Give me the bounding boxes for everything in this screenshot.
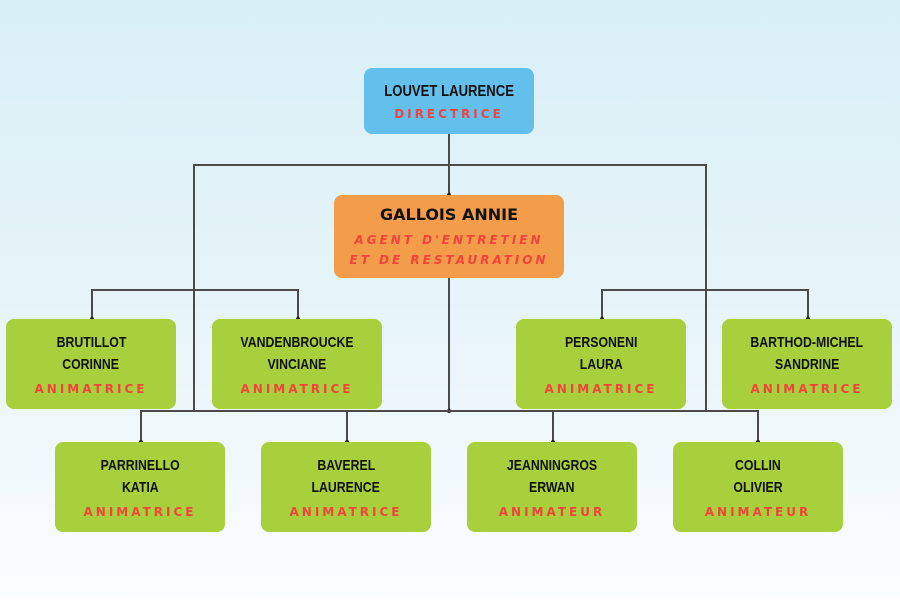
node-name-line1: PARRINELLO bbox=[100, 457, 180, 474]
node-agent-entretien[interactable]: GALLOIS ANNIE AGENT D'ENTRETIEN ET DE RE… bbox=[334, 195, 564, 278]
connector-row1-2 bbox=[297, 289, 299, 319]
connector-row1-left-bracket bbox=[91, 289, 298, 291]
node-name-line1: JEANNINGROS bbox=[506, 457, 598, 474]
connector-row1-4 bbox=[807, 289, 809, 319]
node-role: ANIMATRICE bbox=[34, 382, 148, 396]
node-name-line1: VANDENBROUCKE bbox=[240, 334, 354, 351]
node-director[interactable]: LOUVET LAURENCE DIRECTRICE bbox=[364, 68, 534, 134]
node-role: ANIMATRICE bbox=[289, 505, 403, 519]
connector-row2-horizontal bbox=[140, 410, 758, 412]
connector-row1-3 bbox=[601, 289, 603, 319]
connector-left-trunk bbox=[193, 164, 195, 411]
node-role-line1: AGENT D'ENTRETIEN bbox=[354, 232, 544, 247]
node-name-line1: BAVEREL bbox=[317, 457, 375, 474]
connector-right-trunk bbox=[705, 164, 707, 411]
node-animator[interactable]: BAVEREL LAURENCE ANIMATRICE bbox=[261, 442, 431, 532]
node-animator[interactable]: BRUTILLOT CORINNE ANIMATRICE bbox=[6, 319, 176, 409]
node-name: LOUVET LAURENCE bbox=[384, 83, 514, 100]
node-name-line2: OLIVIER bbox=[733, 479, 783, 496]
node-role: ANIMATRICE bbox=[750, 382, 864, 396]
node-name-line2: SANDRINE bbox=[774, 356, 840, 373]
node-animator[interactable]: VANDENBROUCKE VINCIANE ANIMATRICE bbox=[212, 319, 382, 409]
node-name-line2: LAURENCE bbox=[311, 479, 381, 496]
connector-row1-1 bbox=[91, 289, 93, 319]
node-name-line2: KATIA bbox=[121, 479, 159, 496]
node-name-line2: ERWAN bbox=[529, 479, 575, 496]
node-animator[interactable]: JEANNINGROS ERWAN ANIMATEUR bbox=[467, 442, 637, 532]
node-role: ANIMATRICE bbox=[240, 382, 354, 396]
node-animator[interactable]: BARTHOD-MICHEL SANDRINE ANIMATRICE bbox=[722, 319, 892, 409]
node-role: ANIMATEUR bbox=[498, 505, 606, 519]
connector-agent-down bbox=[448, 277, 450, 411]
node-role-line2: ET DE RESTAURATION bbox=[349, 252, 549, 267]
node-role: ANIMATRICE bbox=[544, 382, 658, 396]
node-name-line2: VINCIANE bbox=[267, 356, 327, 373]
node-role: DIRECTRICE bbox=[394, 107, 504, 121]
connector-row2-3 bbox=[552, 410, 554, 442]
node-name-line1: PERSONENI bbox=[564, 334, 638, 351]
node-role: ANIMATEUR bbox=[704, 505, 812, 519]
node-animator[interactable]: COLLIN OLIVIER ANIMATEUR bbox=[673, 442, 843, 532]
node-name: GALLOIS ANNIE bbox=[379, 204, 519, 224]
node-animator[interactable]: PERSONENI LAURA ANIMATRICE bbox=[516, 319, 686, 409]
connector-row2-1 bbox=[140, 410, 142, 442]
node-role: ANIMATRICE bbox=[83, 505, 197, 519]
node-name-line1: BRUTILLOT bbox=[56, 334, 126, 351]
node-animator[interactable]: PARRINELLO KATIA ANIMATRICE bbox=[55, 442, 225, 532]
connector-row2-4 bbox=[757, 410, 759, 442]
node-name-line2: CORINNE bbox=[62, 356, 120, 373]
connector-top-horizontal bbox=[193, 164, 706, 166]
connector-row1-right-bracket bbox=[601, 289, 808, 291]
connector-row2-2 bbox=[346, 410, 348, 442]
node-name-line1: COLLIN bbox=[735, 457, 781, 474]
node-name-line1: BARTHOD-MICHEL bbox=[750, 334, 864, 351]
node-name-line2: LAURA bbox=[579, 356, 623, 373]
